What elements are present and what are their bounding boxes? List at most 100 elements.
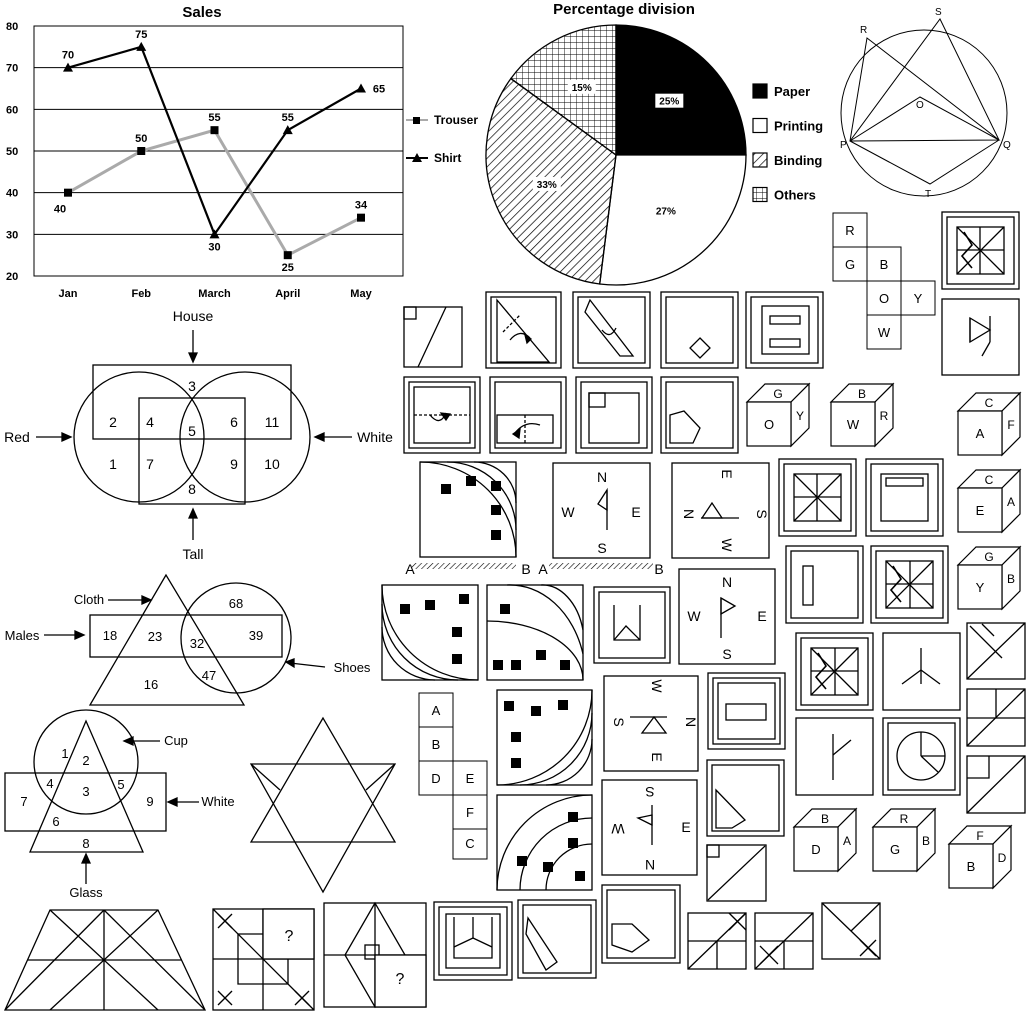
x-tick-label: Feb (131, 288, 151, 300)
region-number: 3 (188, 378, 196, 394)
legend-swatch (752, 83, 768, 99)
x-tick-label: March (198, 288, 231, 300)
trapezium-figure (3, 909, 207, 1011)
y-tick-label: 70 (6, 63, 18, 75)
net-face: B (432, 737, 441, 752)
compass-w: W (611, 821, 625, 837)
label-red: Red (4, 429, 30, 445)
compass-figures: N S W E E W N S N S W E W E S N S N W E (552, 462, 776, 876)
y-tick-label: 80 (6, 21, 18, 33)
label-cloth: Cloth (74, 592, 104, 607)
region-number: 23 (148, 629, 162, 644)
data-label: 65 (373, 84, 385, 96)
cube-top: G (984, 550, 993, 564)
label-white: White (201, 794, 234, 809)
cube: GOY (745, 382, 811, 448)
x-tick-label: Jan (59, 288, 78, 300)
cube-side: B (1007, 572, 1015, 586)
compass-w: W (649, 679, 665, 693)
net-face: A (432, 703, 441, 718)
legend-label: Trouser (434, 113, 478, 127)
mirror-arc-figures: A B A B (381, 461, 664, 891)
point-label: R (860, 25, 867, 36)
label-house: House (173, 308, 214, 324)
figure-squares (778, 211, 1020, 796)
cube-top: C (985, 473, 994, 487)
pie-slice-paper (615, 24, 747, 156)
compass-w: W (561, 504, 575, 520)
circle-figure: R S O P Q T (840, 7, 1011, 200)
slice-label: 15% (572, 83, 592, 94)
region-number: 39 (249, 628, 263, 643)
percentage-pie-chart: Percentage division 25%27%33%15% PaperPr… (485, 1, 823, 286)
cube-front: D (811, 842, 820, 857)
label-glass: Glass (69, 885, 103, 900)
label-white: White (357, 429, 393, 445)
compass-n: N (722, 574, 732, 590)
label-tall: Tall (182, 546, 203, 562)
region-number: 9 (146, 794, 153, 809)
y-tick-label: 30 (6, 229, 18, 241)
venn-cloth: Cloth Males Shoes 68 18 23 32 39 47 16 (5, 573, 371, 706)
data-label: 30 (208, 241, 220, 253)
region-number: 4 (46, 776, 53, 791)
cube-net-2: A B D E F C (418, 692, 488, 860)
data-point (357, 213, 365, 222)
region-number: 3 (82, 784, 89, 799)
cube-side: B (922, 834, 930, 848)
region-number: 1 (109, 456, 117, 472)
net-face: C (465, 836, 474, 851)
cube-front: Y (976, 580, 985, 595)
x-tick-label: May (350, 288, 372, 300)
cube-side: D (998, 851, 1007, 865)
net-face: G (845, 257, 855, 272)
cube-side: R (880, 409, 889, 423)
y-tick-label: 20 (6, 271, 18, 283)
cube: FBD (947, 824, 1013, 890)
slice-label: 33% (537, 180, 557, 191)
cube: CAF (956, 391, 1022, 457)
region-number: 5 (188, 423, 196, 439)
region-number: 4 (146, 414, 154, 430)
cube: C E A (956, 468, 1022, 534)
y-tick-label: 60 (6, 104, 18, 116)
venn-house: House Red White Tall 3 2 4 5 6 11 1 7 9 … (4, 308, 393, 562)
compass-e: E (757, 608, 766, 624)
compass-e: E (681, 819, 690, 835)
compass-s: S (597, 540, 606, 556)
data-point (209, 229, 220, 239)
data-point (283, 251, 292, 260)
net-face: E (466, 771, 475, 786)
pattern-completion-figure-2: ? (323, 901, 427, 1009)
compass-w: W (687, 608, 701, 624)
region-number: 7 (20, 794, 27, 809)
chart-title: Percentage division (553, 1, 695, 18)
pie-slice-others (509, 24, 617, 157)
data-label: 25 (282, 262, 294, 274)
compass-w: W (719, 538, 735, 552)
net-face: O (879, 291, 889, 306)
cube-side: A (1007, 495, 1015, 509)
y-tick-label: 50 (6, 146, 18, 158)
cube: BWR (829, 382, 895, 448)
legend-label: Binding (774, 153, 822, 168)
net-face: R (845, 223, 854, 238)
legend-label: Others (774, 188, 816, 203)
cube-side: F (1007, 418, 1014, 432)
cube-front: E (976, 503, 985, 518)
region-number: 1 (61, 746, 68, 761)
region-number: 5 (117, 777, 124, 792)
region-number: 6 (230, 414, 238, 430)
cube-side: A (843, 834, 851, 848)
legend-label: Printing (774, 119, 823, 134)
cube-side: Y (796, 409, 804, 423)
series-line-shirt (67, 45, 362, 237)
cube-top: F (976, 829, 983, 843)
mirror-label-b: B (521, 561, 530, 577)
data-point (63, 62, 73, 72)
mirror-label-b: B (654, 561, 663, 577)
compass-s: S (754, 509, 770, 518)
diagonal-square-figures (687, 622, 1026, 970)
pattern-completion-figure-1: ? (212, 908, 315, 1011)
